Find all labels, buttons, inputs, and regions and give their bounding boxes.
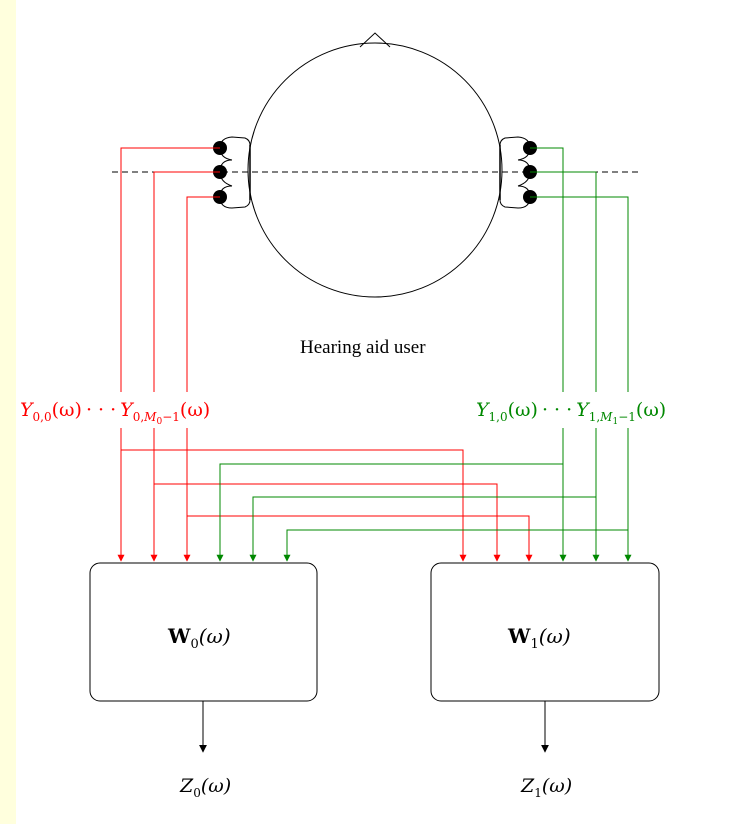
- filter-w1-label: W1(ω): [507, 624, 571, 652]
- output-z0-label: Z0(ω): [179, 775, 231, 800]
- output-z1-label: Z1(ω): [520, 775, 572, 800]
- caption-hearing-aid-user: Hearing aid user: [300, 337, 426, 358]
- left-signals-label: Y0,0(ω)· · ·Y0,M0−1(ω): [20, 399, 210, 427]
- filter-w0-label: W0(ω): [167, 624, 231, 652]
- nose-triangle: [359, 32, 391, 48]
- head-circle: [247, 42, 503, 298]
- green-routing: [216, 428, 632, 562]
- right-wires: [530, 147, 629, 392]
- left-wires: [120, 147, 220, 392]
- red-routing: [117, 428, 533, 562]
- right-signals-label: Y1,0(ω)· · ·Y1,M1−1(ω): [476, 399, 666, 427]
